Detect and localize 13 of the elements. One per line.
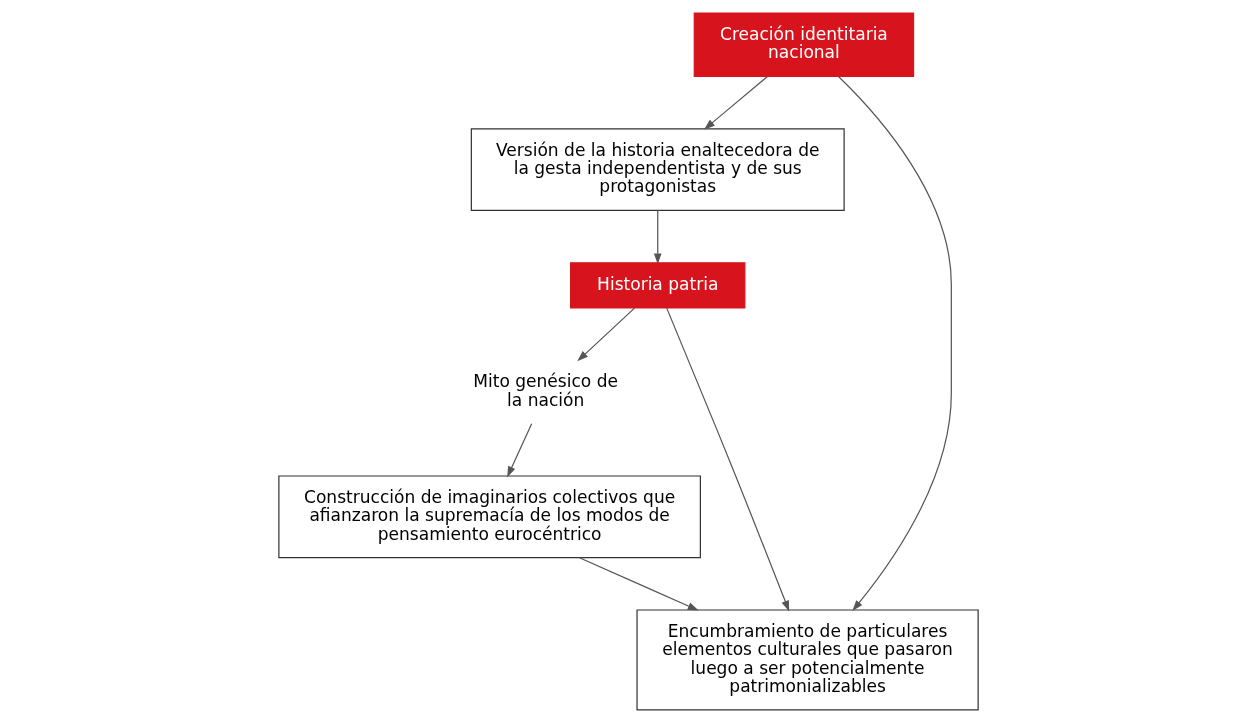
node-box: Historia patria [570,262,746,309]
node-text: Mito genésico de la nación [473,371,619,410]
arrow [577,307,636,362]
node-box: Encumbramiento de particulares elementos culturales que pasaron luego a ser potencialmente patrimonializables [636,609,979,711]
arrow [666,307,790,612]
arrow [837,75,952,612]
node-box: Creación identitaria nacional [693,12,915,78]
node-box: Versión de la historia enaltecedora de la gesta independentista y de sus protagonistas [470,128,845,212]
arrow [653,209,662,265]
arrow [578,557,699,611]
arrow [703,75,768,130]
arrow [507,423,533,478]
node-box: Construcción de imaginarios colectivos que afianzaron la supremacía de los modos de pensamiento eurocéntrico [278,475,701,559]
